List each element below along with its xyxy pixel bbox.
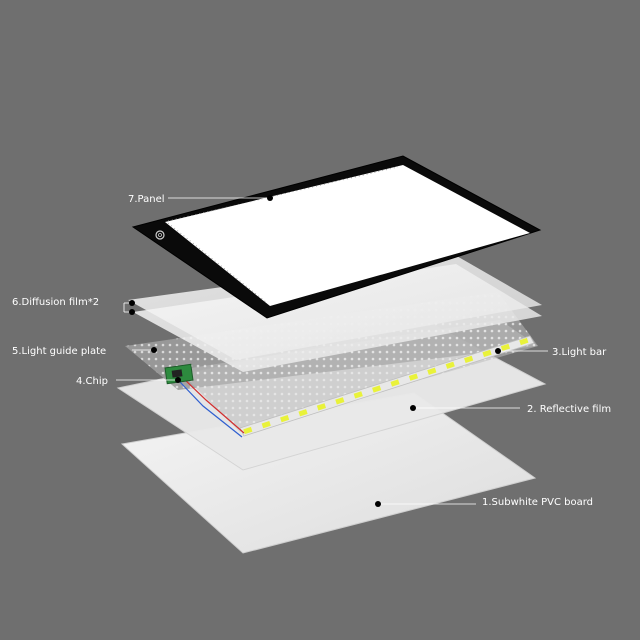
callout-dot-pvc [375, 501, 381, 507]
label-chip: 4.Chip [76, 376, 108, 387]
chip [164, 363, 245, 438]
diffusion-film-upper [128, 255, 542, 360]
light-guide-lower-dots [178, 320, 538, 432]
label-light-bar: 3.Light bar [552, 347, 607, 358]
led-4 [298, 409, 308, 417]
chip-component [171, 369, 183, 378]
callout-dot-panel [267, 195, 273, 201]
led-5 [316, 403, 327, 411]
led-12 [445, 361, 455, 369]
label-panel: 7.Panel [128, 194, 165, 205]
led-9 [390, 379, 400, 387]
power-button-icon[interactable] [155, 230, 165, 240]
label-diffusion-film: 6.Diffusion film*2 [12, 297, 99, 308]
light-bar-strip [239, 335, 535, 437]
chip-wire-blue [179, 381, 243, 438]
led-8 [372, 385, 382, 393]
led-16 [519, 337, 529, 346]
led-7 [353, 391, 363, 399]
callout-dot-diffusion-2 [129, 309, 135, 315]
led-11 [427, 367, 437, 375]
led-group [243, 337, 529, 435]
led-13 [464, 355, 474, 363]
label-light-guide-plate: 5.Light guide plate [12, 346, 106, 357]
callout-dot-light-guide [151, 347, 157, 353]
light-bar [239, 335, 535, 437]
label-reflective-film: 2. Reflective film [527, 404, 611, 415]
led-2 [261, 421, 271, 429]
label-pvc-board: 1.Subwhite PVC board [482, 497, 593, 508]
callout-dot-diffusion [129, 300, 135, 306]
callout-dot-chip [175, 377, 181, 383]
led-10 [408, 373, 419, 381]
chip-wire-red [182, 377, 245, 434]
panel-screen [165, 165, 530, 306]
led-1 [243, 426, 253, 435]
led-14 [482, 349, 492, 358]
panel-ruler-left [167, 222, 267, 303]
panel-ruler-top [167, 166, 399, 222]
callout-dot-light-bar [495, 348, 501, 354]
led-3 [280, 415, 290, 423]
power-button-center [158, 233, 162, 237]
led-15 [500, 343, 511, 352]
panel [131, 155, 542, 319]
callouts [116, 197, 548, 505]
callout-dot-reflective [410, 405, 416, 411]
led-6 [335, 397, 345, 405]
callout-dots [129, 195, 501, 507]
